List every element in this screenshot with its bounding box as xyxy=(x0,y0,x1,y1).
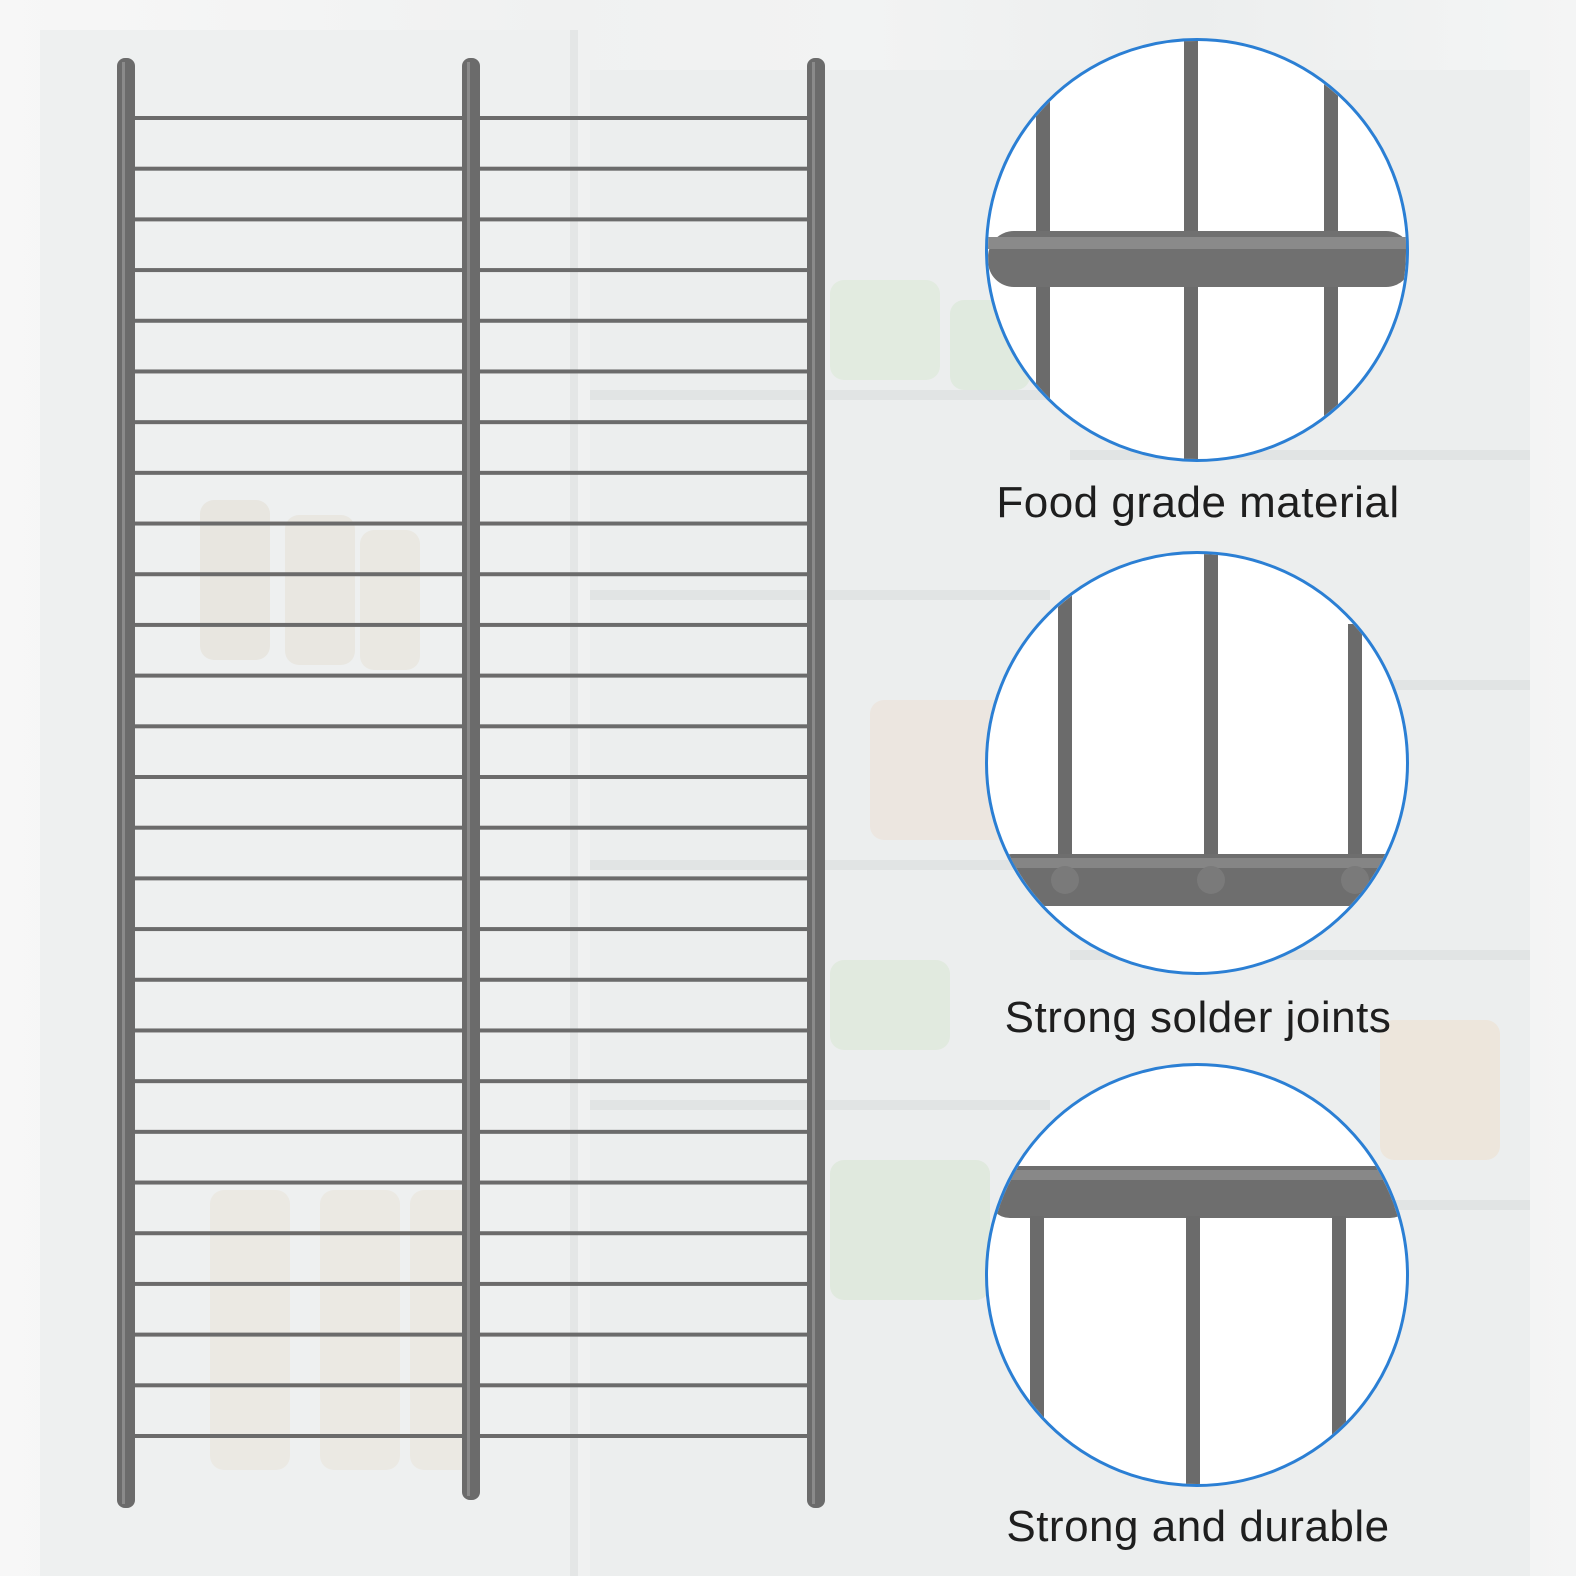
bottle-shape xyxy=(210,1190,290,1470)
rail-highlight xyxy=(467,62,470,1496)
caption-food-grade: Food grade material xyxy=(996,478,1400,527)
horizontal-wire xyxy=(479,470,808,475)
horizontal-wire xyxy=(479,217,808,222)
caption-durable: Strong and durable xyxy=(1006,1502,1390,1551)
horizontal-wire xyxy=(479,1028,808,1033)
horizontal-wire xyxy=(479,673,808,678)
horizontal-wire xyxy=(479,268,808,273)
horizontal-wire xyxy=(134,369,463,374)
horizontal-wire xyxy=(134,825,463,830)
horizontal-wire xyxy=(134,622,463,627)
horizontal-wire xyxy=(134,1079,463,1084)
fridge-shelf xyxy=(1070,950,1530,960)
horizontal-wire xyxy=(479,572,808,577)
bottle-shape xyxy=(200,500,270,660)
horizontal-wire xyxy=(479,927,808,932)
detail-circle-food-grade xyxy=(985,38,1409,462)
horizontal-wire xyxy=(134,1434,463,1438)
horizontal-wire xyxy=(134,1281,463,1286)
horizontal-wire xyxy=(134,775,463,779)
horizontal-wire xyxy=(479,622,808,627)
horizontal-wire xyxy=(479,1180,808,1185)
horizontal-wire xyxy=(479,1129,808,1134)
horizontal-wire xyxy=(134,217,463,222)
horizontal-wire xyxy=(134,572,463,577)
horizontal-wire xyxy=(479,724,808,729)
horizontal-wires xyxy=(134,116,808,1438)
horizontal-wire xyxy=(134,521,463,526)
horizontal-wire xyxy=(479,521,808,526)
horizontal-wire xyxy=(134,318,463,323)
vegetables-shape xyxy=(830,280,940,380)
horizontal-wire xyxy=(134,1383,463,1388)
horizontal-wire xyxy=(134,876,463,881)
vertical-rails xyxy=(117,58,825,1508)
vertical-rail xyxy=(117,58,135,1508)
horizontal-wire xyxy=(134,673,463,678)
horizontal-wire xyxy=(479,825,808,830)
horizontal-wire xyxy=(479,775,808,779)
horizontal-wire xyxy=(134,1180,463,1185)
horizontal-wire xyxy=(479,1434,808,1438)
horizontal-wire xyxy=(134,1028,463,1033)
solder-joint-closeup-icon xyxy=(988,554,1406,906)
horizontal-wire xyxy=(479,1332,808,1337)
caption-solder: Strong solder joints xyxy=(1004,993,1392,1042)
horizontal-wire xyxy=(479,420,808,425)
horizontal-wire xyxy=(479,318,808,323)
horizontal-wire xyxy=(134,977,463,982)
horizontal-wire xyxy=(479,116,808,120)
vegetables-shape xyxy=(830,960,950,1050)
vegetables-shape xyxy=(830,1160,990,1300)
horizontal-wire xyxy=(134,268,463,273)
detail-circle-durable xyxy=(985,1063,1409,1487)
horizontal-wire xyxy=(479,1079,808,1084)
rail-highlight xyxy=(812,62,815,1504)
horizontal-wire xyxy=(134,470,463,475)
vertical-rail xyxy=(462,58,480,1500)
horizontal-wire xyxy=(479,1231,808,1236)
horizontal-wire xyxy=(479,166,808,171)
horizontal-wire xyxy=(134,1231,463,1236)
fridge-shelf xyxy=(1070,450,1530,460)
horizontal-wire xyxy=(134,420,463,425)
horizontal-wire xyxy=(134,166,463,171)
detail-circle-solder xyxy=(985,551,1409,975)
cross-bar-closeup-icon xyxy=(988,41,1406,459)
bottle-shape xyxy=(285,515,355,665)
horizontal-wire xyxy=(479,369,808,374)
horizontal-wire xyxy=(134,116,463,120)
horizontal-wire xyxy=(134,1332,463,1337)
top-bar-closeup-icon xyxy=(988,1166,1406,1484)
vertical-rail xyxy=(807,58,825,1508)
horizontal-wire xyxy=(134,1129,463,1134)
horizontal-wire xyxy=(479,1281,808,1286)
horizontal-wire xyxy=(479,977,808,982)
rail-highlight xyxy=(122,62,125,1504)
bottle-shape xyxy=(360,530,420,670)
horizontal-wire xyxy=(134,724,463,729)
food-shape xyxy=(1380,1020,1500,1160)
horizontal-wire xyxy=(479,876,808,881)
horizontal-wire xyxy=(134,927,463,932)
horizontal-wire xyxy=(479,1383,808,1388)
bottle-shape xyxy=(320,1190,400,1470)
